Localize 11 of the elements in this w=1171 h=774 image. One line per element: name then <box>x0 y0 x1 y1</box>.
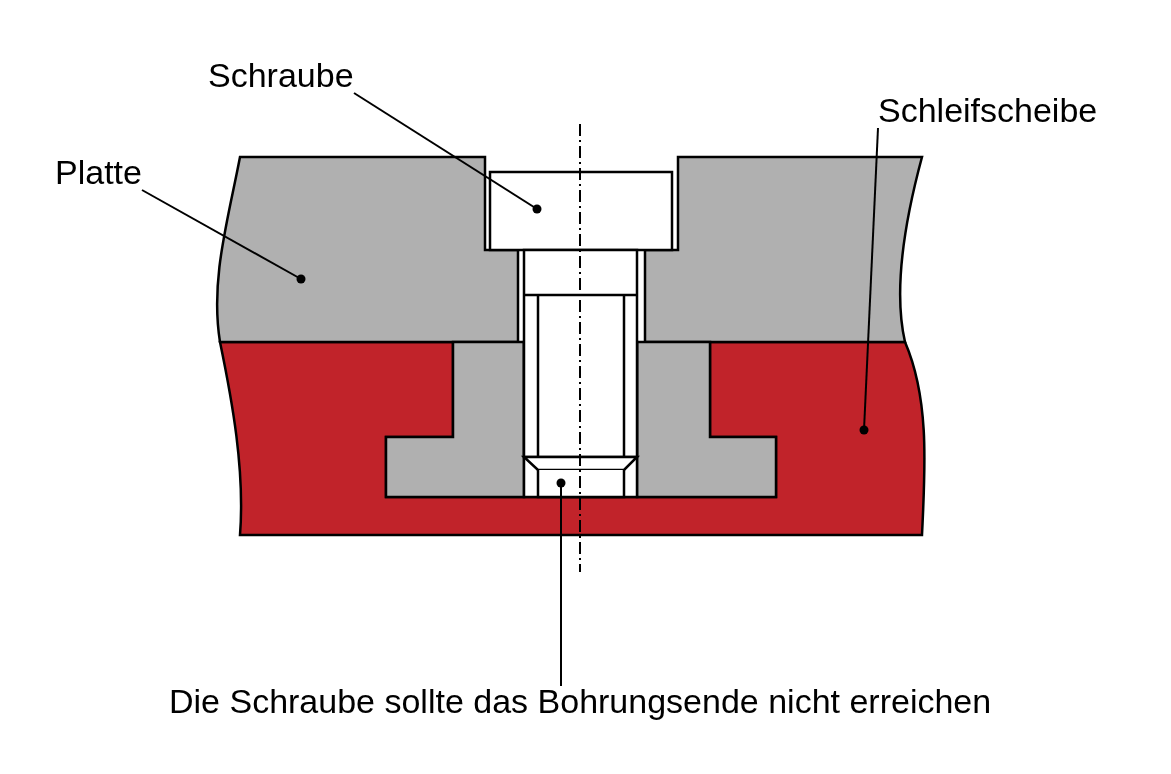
part-label: Platte <box>55 153 142 193</box>
bore-end <box>536 468 626 499</box>
part-label: Schraube <box>208 56 354 96</box>
leader-line <box>556 478 566 687</box>
screw-drawing <box>488 170 674 472</box>
leader-line <box>141 189 306 284</box>
leader-line <box>353 92 542 214</box>
part-label: Die Schraube sollte das Bohrungsende nicht erreichen <box>169 682 992 722</box>
leader-line <box>859 127 879 435</box>
plate <box>215 155 924 344</box>
part-label: Schleifscheibe <box>878 91 1098 131</box>
